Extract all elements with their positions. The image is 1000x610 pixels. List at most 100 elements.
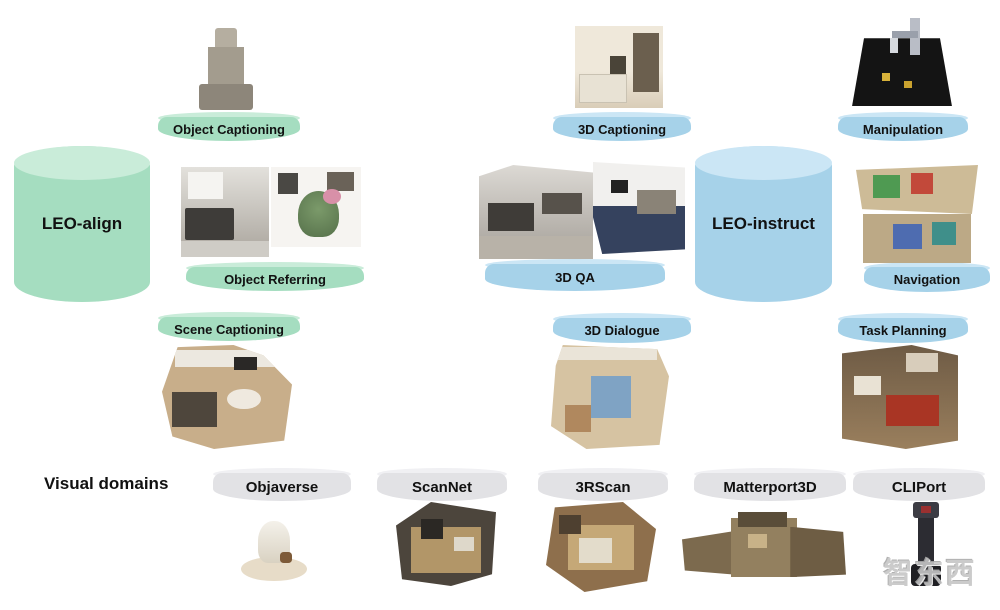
image-shape (904, 80, 912, 88)
qa-3d-pill: 3D QA (485, 259, 665, 291)
visual-domains-heading: Visual domains (44, 474, 169, 493)
object-captioning-pill: Object Captioning (158, 112, 300, 141)
image-shape (633, 32, 660, 92)
domain-matterport3d-label: Matterport3D (723, 478, 817, 496)
image-shape (185, 207, 234, 240)
captioning-3d-label: 3D Captioning (577, 121, 667, 137)
image-shape (886, 394, 940, 427)
image-shape (921, 505, 931, 514)
cliport-robot-image (901, 502, 951, 590)
image-shape (591, 376, 632, 418)
image-shape (188, 172, 224, 200)
image-shape (890, 38, 898, 53)
image-shape (731, 517, 797, 578)
dialogue-3d-pill: 3D Dialogue (553, 313, 691, 343)
image-shape (682, 530, 738, 575)
referring-room-photo-left (181, 167, 269, 257)
qa-3d-label: 3D QA (555, 270, 595, 285)
image-shape (454, 537, 474, 551)
scene-captioning-pill: Scene Captioning (158, 312, 300, 341)
image-shape (233, 357, 257, 370)
image-shape (910, 172, 933, 195)
image-shape (214, 27, 238, 51)
referring-room-photo-right (271, 167, 361, 247)
dialogue-scan-image (551, 345, 669, 449)
image-shape (172, 391, 217, 428)
image-shape (892, 223, 922, 250)
image-shape (279, 551, 292, 564)
image-shape (873, 174, 900, 199)
task-planning-pill: Task Planning (838, 313, 968, 343)
domain-matterport3d-pill: Matterport3D (694, 468, 846, 501)
object-referring-label: Object Referring (224, 271, 326, 287)
object-referring-pill: Object Referring (186, 262, 364, 291)
navigation-floorplans-image (856, 165, 978, 263)
statue-object-image (186, 26, 266, 114)
image-shape (208, 47, 244, 88)
image-shape (278, 173, 298, 195)
image-shape (181, 240, 269, 257)
navigation-label: Navigation (893, 272, 961, 287)
image-shape (611, 180, 628, 194)
domain-cliport-pill: CLIPort (853, 468, 985, 501)
image-shape (610, 55, 627, 74)
task-planning-label: Task Planning (859, 323, 947, 338)
image-shape (637, 189, 676, 214)
image-shape (892, 30, 918, 39)
captioning-3d-pill: 3D Captioning (553, 112, 691, 141)
domain-objaverse-pill: Objaverse (213, 468, 351, 501)
image-shape (198, 84, 254, 111)
watermark: 智东西 (883, 558, 977, 590)
image-shape (421, 518, 443, 539)
leo-align-label: LEO-align (41, 214, 123, 233)
dialogue-3d-label: 3D Dialogue (584, 323, 660, 338)
matterport3d-scan-image (682, 512, 846, 586)
domain-scannet-pill: ScanNet (377, 468, 507, 501)
image-shape (853, 376, 882, 395)
qa-office-scan-image (479, 165, 593, 259)
manipulation-pill: Manipulation (838, 112, 968, 141)
image-shape (790, 526, 846, 578)
image-shape (479, 236, 593, 259)
scene-captioning-label: Scene Captioning (174, 321, 284, 337)
image-shape (565, 405, 592, 433)
image-shape (227, 388, 261, 410)
domain-scannet-label: ScanNet (411, 478, 473, 496)
object-captioning-label: Object Captioning (173, 121, 285, 137)
navigation-pill: Navigation (864, 262, 990, 292)
task-planning-scan-image (842, 345, 958, 449)
image-shape (737, 512, 787, 527)
image-shape (918, 512, 934, 568)
image-shape (578, 73, 627, 104)
scene-scan-image (162, 345, 292, 449)
image-shape (175, 350, 279, 367)
domain-3rscan-label: 3RScan (575, 478, 631, 496)
image-shape (905, 353, 939, 373)
domain-3rscan-pill: 3RScan (538, 468, 668, 501)
manipulation-label: Manipulation (862, 121, 944, 137)
3rscan-scan-image (546, 502, 656, 592)
robot-arm-image (852, 18, 952, 110)
leo-instruct-cylinder: LEO-instruct (695, 146, 832, 302)
image-shape (541, 193, 582, 214)
image-shape (556, 347, 658, 360)
image-shape (882, 73, 890, 81)
image-shape (911, 563, 941, 587)
domain-cliport-label: CLIPort (891, 478, 947, 496)
bedroom-photo-image (575, 26, 663, 108)
image-shape (488, 202, 534, 231)
image-shape (593, 206, 685, 254)
qa-studio-scan-image (593, 162, 685, 254)
objaverse-object-image (237, 506, 311, 588)
domain-objaverse-label: Objaverse (245, 478, 319, 496)
scannet-scan-image (396, 502, 496, 586)
leo-instruct-label: LEO-instruct (712, 214, 815, 233)
image-shape (559, 514, 582, 535)
image-shape (852, 38, 952, 107)
image-shape (931, 221, 957, 246)
image-shape (326, 171, 354, 191)
image-shape (747, 534, 768, 548)
image-shape (579, 538, 612, 564)
image-shape (323, 189, 342, 204)
